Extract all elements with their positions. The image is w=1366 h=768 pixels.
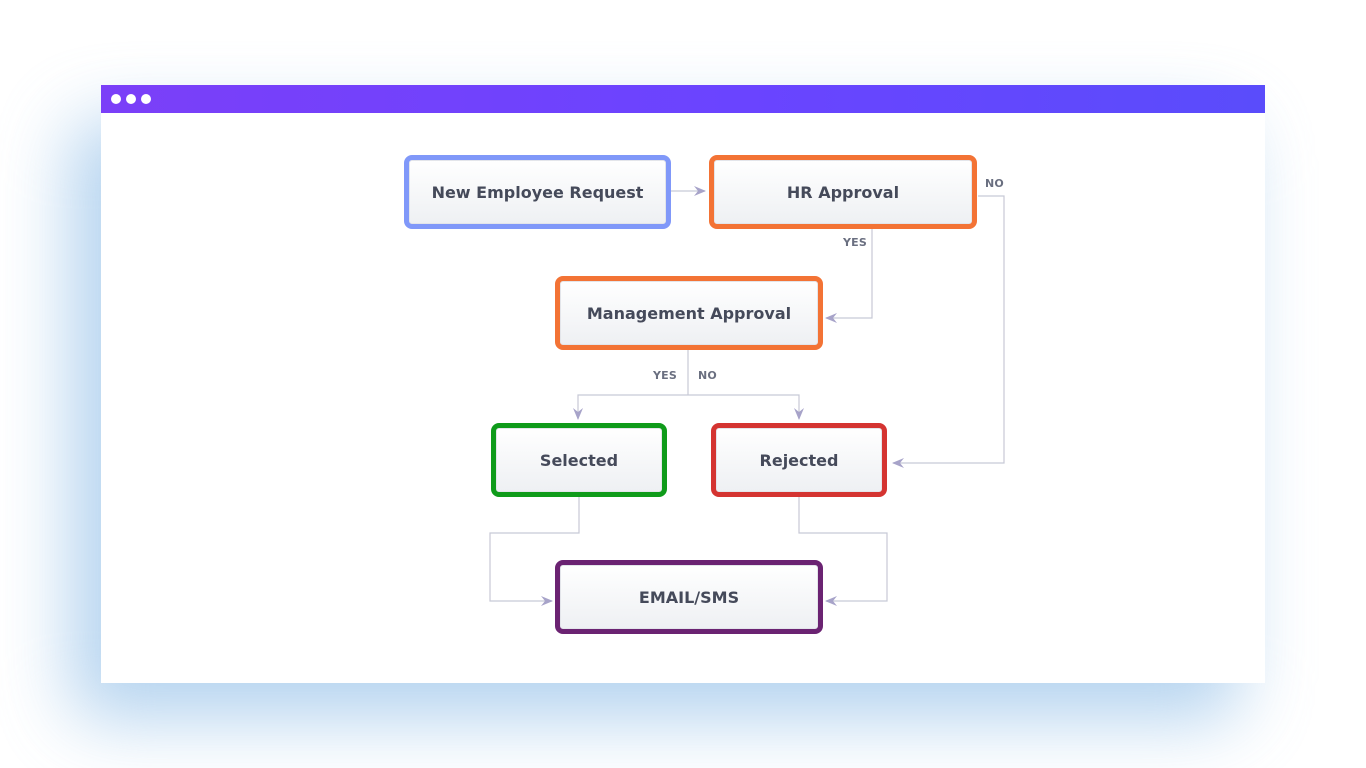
edge-label-management-yes: YES	[653, 369, 678, 382]
edge-hr-no-to-rejected	[892, 195, 1005, 468]
edge-label-hr-yes: YES	[843, 236, 868, 249]
node-rejected[interactable]: Rejected	[711, 423, 887, 497]
node-label: Selected	[539, 450, 619, 470]
node-new-employee-request[interactable]: New Employee Request	[404, 155, 671, 229]
node-label: Management Approval	[586, 303, 792, 323]
edge-management-no-to-rejected	[688, 394, 804, 420]
window-dot-icon[interactable]	[141, 94, 151, 104]
edge-hr-yes-to-management	[825, 229, 873, 323]
edge-selected-to-email	[489, 497, 580, 606]
window-dot-icon[interactable]	[126, 94, 136, 104]
node-hr-approval[interactable]: HR Approval	[709, 155, 977, 229]
node-management-approval[interactable]: Management Approval	[555, 276, 823, 350]
node-selected[interactable]: Selected	[491, 423, 667, 497]
node-label: HR Approval	[786, 182, 900, 202]
node-label: New Employee Request	[431, 182, 644, 202]
edge-rejected-to-email	[798, 497, 888, 606]
edge-label-hr-no: NO	[985, 177, 1004, 190]
node-email-sms[interactable]: EMAIL/SMS	[555, 560, 823, 634]
edge-label-management-no: NO	[698, 369, 717, 382]
window-titlebar	[101, 85, 1265, 113]
edge-management-yes-to-selected	[573, 394, 688, 420]
node-label: Rejected	[759, 450, 839, 470]
window-dot-icon[interactable]	[111, 94, 121, 104]
node-label: EMAIL/SMS	[638, 587, 740, 607]
